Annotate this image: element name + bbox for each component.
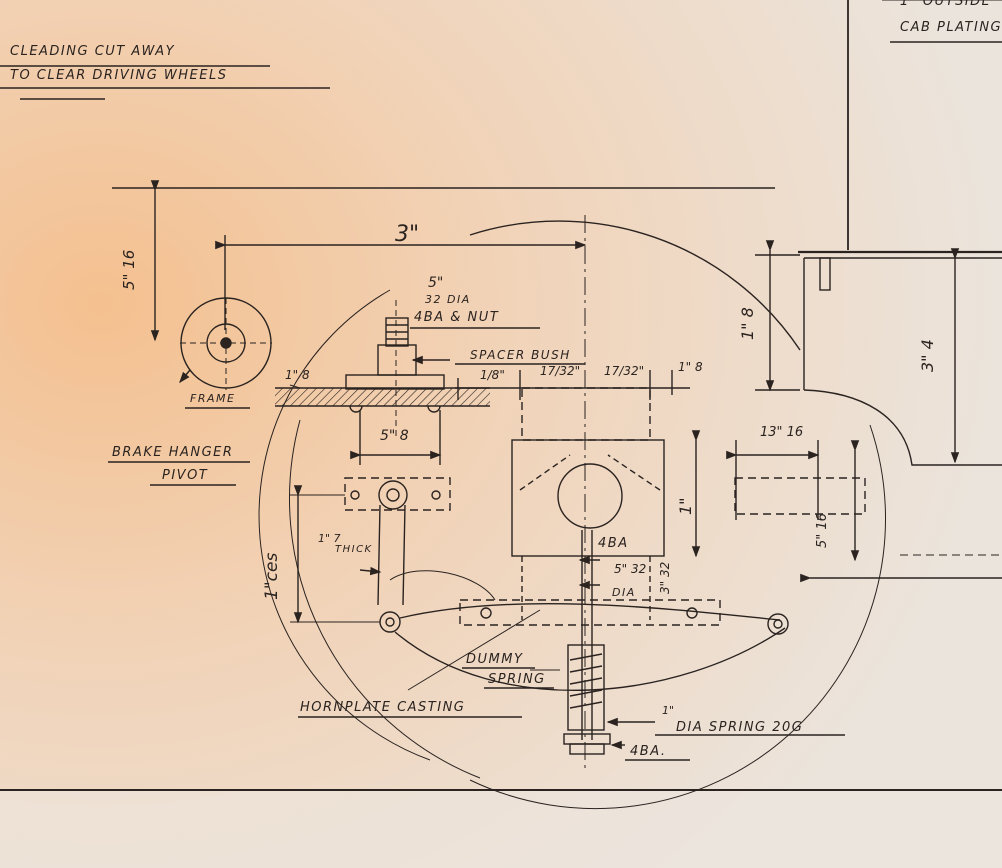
label-dia-note: 32 DIA: [425, 293, 471, 306]
label-spring-spec: DIA SPRING 20G: [676, 720, 804, 735]
label-brake-hanger: BRAKE HANGER: [112, 445, 234, 460]
dim-eighth-b: 1" 8: [678, 360, 703, 374]
label-cab-top: 1" OUTSIDE: [900, 0, 992, 9]
dim-five-eighth: 5" 8: [380, 428, 409, 444]
label-spring: SPRING: [488, 672, 546, 687]
dim-five-32-top: 5": [428, 275, 444, 291]
dim-seventeen-a: 17/32": [540, 364, 581, 378]
dim-thirteen-sixteenth: 13" 16: [760, 425, 804, 440]
dim-five-32-b: 5" 32: [614, 562, 647, 576]
lower-margin: [0, 790, 1002, 868]
dim-one-seventh: 1" 7: [318, 532, 341, 545]
dim-eighth-a: 1/8": [480, 368, 505, 382]
label-ba-upper: 4BA: [598, 536, 629, 551]
dim-five-sixteenth-vertical: 5" 16: [815, 513, 830, 548]
label-cab-plating: CAB PLATING: [900, 20, 1002, 35]
label-ba-nut: 4BA & NUT: [414, 310, 500, 325]
label-spacer-bush: SPACER BUSH: [470, 348, 571, 362]
label-thick: THICK: [335, 544, 373, 555]
dim-one-inch: 1": [676, 497, 695, 515]
dim-one-eighth-vertical: 1" 8: [738, 307, 757, 340]
label-ba-lower: 4BA.: [630, 744, 667, 759]
dim-seventeen-b: 17/32": [604, 364, 645, 378]
dim-three-quarter: 3" 4: [918, 339, 937, 372]
label-frame: FRAME: [190, 392, 236, 405]
dim-five-sixteenth: 5" 16: [120, 249, 138, 290]
dim-one-quarter-spring: 1": [662, 704, 675, 717]
label-dia-lower: DIA: [612, 586, 636, 599]
dim-one-eighth-frame: 1" 8: [285, 368, 310, 382]
label-pivot: PIVOT: [162, 468, 209, 483]
label-clear-wheels: TO CLEAR DRIVING WHEELS: [10, 68, 228, 83]
drawing-lines: [0, 0, 1002, 810]
label-cleading: CLEADING CUT AWAY: [10, 44, 176, 59]
dim-three-inch: 3": [395, 222, 420, 247]
label-dummy: DUMMY: [466, 652, 524, 667]
dim-one-ces: 1"ces: [262, 552, 282, 600]
dim-three-32: 3" 32: [658, 561, 672, 594]
label-hornplate: HORNPLATE CASTING: [300, 700, 466, 715]
